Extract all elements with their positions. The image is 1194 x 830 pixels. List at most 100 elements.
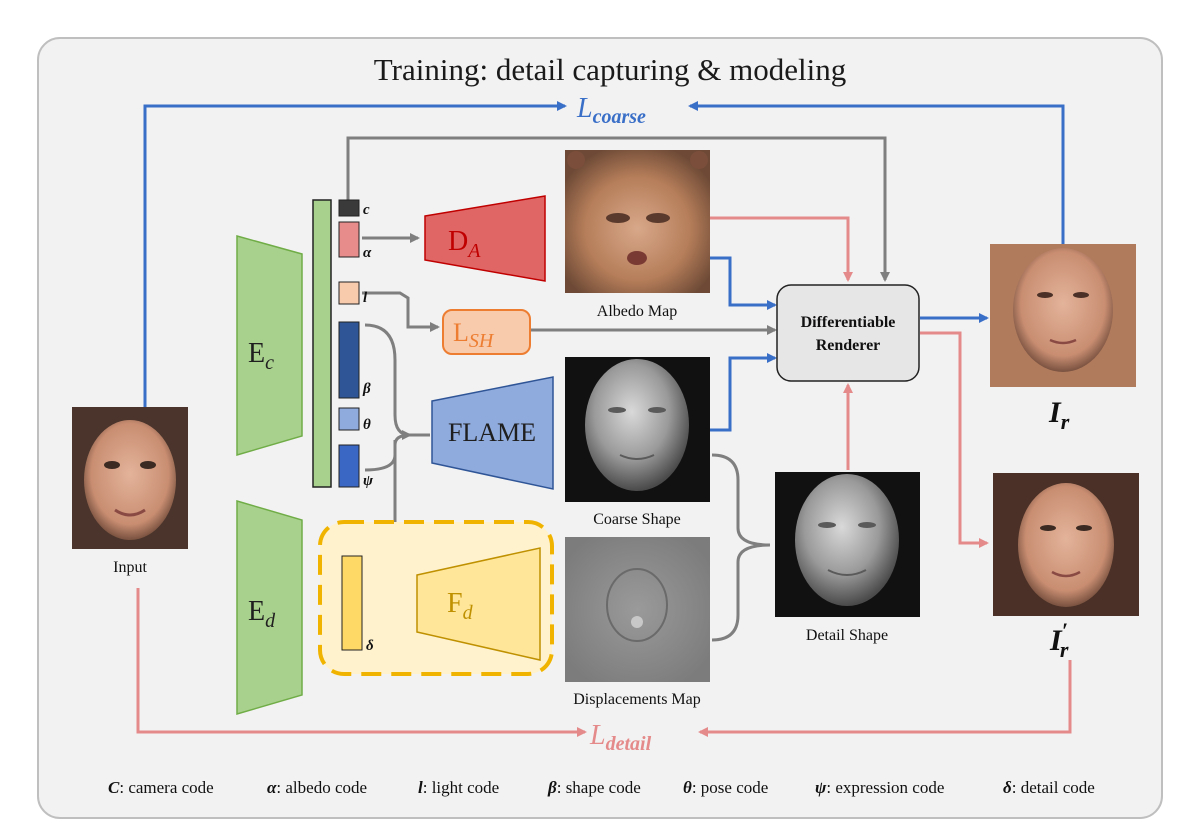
legend-pose: θ: pose code bbox=[683, 778, 768, 797]
legend-expression-text: : expression code bbox=[826, 778, 944, 797]
code-expression-label: ψ bbox=[363, 473, 374, 489]
legend-detail: δ: detail code bbox=[1003, 778, 1095, 797]
brace-to-detail-shape bbox=[711, 453, 771, 642]
ir-prime-image bbox=[993, 473, 1139, 616]
arrow-light-to-lsh bbox=[362, 291, 440, 332]
code-pose-label: θ bbox=[363, 417, 371, 433]
arrow-renderer-to-irprime bbox=[920, 331, 989, 548]
legend-shape: β: shape code bbox=[547, 778, 641, 797]
loss-coarse-sub: coarse bbox=[593, 106, 646, 128]
albedo-map-image bbox=[565, 150, 710, 293]
diagram-title: Training: detail capturing & modeling bbox=[374, 52, 846, 87]
code-expression bbox=[338, 444, 360, 488]
code-camera-label: c bbox=[363, 202, 370, 218]
legend-light-symbol: l bbox=[418, 778, 423, 797]
legend-light-text: : light code bbox=[423, 778, 499, 797]
light-sh-block bbox=[442, 309, 531, 355]
ir-prime-label: I′r bbox=[1049, 618, 1069, 662]
flame-block bbox=[431, 376, 554, 490]
arrow-ir-to-lcoarse bbox=[688, 101, 1065, 244]
code-albedo-label: α bbox=[363, 245, 372, 261]
arrow-input-to-lcoarse bbox=[143, 101, 567, 407]
code-camera bbox=[338, 199, 360, 217]
code-albedo bbox=[338, 221, 360, 258]
legend-expression: ψ: expression code bbox=[815, 778, 944, 797]
light-sh-main: L bbox=[453, 318, 469, 347]
legend-camera: C: camera code bbox=[108, 778, 214, 797]
legend-detail-text: : detail code bbox=[1012, 778, 1095, 797]
encoder-coarse bbox=[236, 235, 303, 457]
ir-image bbox=[990, 244, 1136, 387]
code-light-label: l bbox=[363, 290, 368, 306]
albedo-map-caption: Albedo Map bbox=[597, 303, 677, 320]
detail-decoder-main: F bbox=[447, 588, 463, 619]
legend-shape-text: : shape code bbox=[557, 778, 641, 797]
code-shape-label: β bbox=[362, 381, 371, 397]
legend-albedo: α: albedo code bbox=[267, 778, 367, 797]
latent-bar bbox=[312, 199, 332, 488]
code-light bbox=[338, 281, 360, 305]
loss-detail-sub: detail bbox=[606, 733, 652, 755]
ir-label: Ir bbox=[1048, 396, 1070, 434]
ir-prime-main: I bbox=[1049, 624, 1063, 657]
legend-camera-symbol: C bbox=[108, 778, 120, 797]
legend-albedo-symbol: α bbox=[267, 778, 277, 797]
encoder-coarse-sub: c bbox=[265, 352, 274, 374]
ir-prime-sup: ′ bbox=[1062, 618, 1068, 643]
legend-pose-symbol: θ bbox=[683, 778, 692, 797]
legend-pose-text: : pose code bbox=[692, 778, 768, 797]
renderer-label-line1: Differentiable bbox=[801, 314, 896, 331]
loss-coarse-label: Lcoarse bbox=[576, 93, 646, 128]
detail-decoder-sub: d bbox=[463, 602, 474, 624]
code-pose bbox=[338, 407, 360, 431]
code-shape bbox=[338, 321, 360, 399]
arrow-coarse-shape-to-renderer bbox=[710, 353, 777, 432]
code-detail-label: δ bbox=[366, 638, 374, 654]
arrow-albedo-pink-to-renderer bbox=[710, 216, 853, 282]
loss-detail-main: L bbox=[589, 720, 606, 751]
arrow-irprime-to-ldetail bbox=[698, 660, 1072, 737]
legend-detail-symbol: δ bbox=[1003, 778, 1012, 797]
ir-main: I bbox=[1048, 396, 1062, 429]
albedo-decoder-sub: A bbox=[466, 240, 481, 262]
albedo-decoder bbox=[424, 195, 546, 282]
coarse-shape-caption: Coarse Shape bbox=[593, 511, 681, 528]
displacements-map-caption: Displacements Map bbox=[573, 691, 701, 708]
light-sh-label: LSH bbox=[453, 318, 495, 352]
input-image bbox=[72, 407, 188, 549]
legend-shape-symbol: β bbox=[547, 778, 557, 797]
ir-prime-sub: r bbox=[1060, 637, 1069, 662]
legend-camera-text: : camera code bbox=[119, 778, 213, 797]
code-detail bbox=[341, 555, 363, 651]
displacements-map-image bbox=[565, 537, 710, 682]
coarse-shape-image bbox=[565, 357, 710, 502]
arrow-camera-to-renderer bbox=[346, 136, 890, 282]
encoder-detail-label: Ed bbox=[248, 596, 276, 632]
renderer-label-line2: Renderer bbox=[816, 337, 881, 354]
legend: C: camera code α: albedo code l: light c… bbox=[108, 778, 1095, 797]
arrow-albedo-blue-to-renderer bbox=[710, 256, 777, 310]
legend-light: l: light code bbox=[418, 778, 499, 797]
detail-decoder bbox=[416, 547, 541, 661]
flame-label: FLAME bbox=[448, 418, 536, 447]
loss-coarse-main: L bbox=[576, 93, 593, 124]
light-sh-sub: SH bbox=[469, 330, 495, 352]
legend-albedo-text: : albedo code bbox=[276, 778, 367, 797]
encoder-detail-main: E bbox=[248, 596, 265, 627]
encoder-coarse-label: Ec bbox=[248, 338, 274, 374]
differentiable-renderer bbox=[776, 284, 920, 382]
detail-decoder-label: Fd bbox=[447, 588, 474, 624]
albedo-decoder-main: D bbox=[448, 226, 468, 257]
input-caption: Input bbox=[113, 559, 147, 576]
encoder-coarse-main: E bbox=[248, 338, 265, 369]
encoder-detail bbox=[236, 499, 303, 716]
encoder-detail-sub: d bbox=[265, 610, 276, 632]
ir-sub: r bbox=[1061, 409, 1070, 434]
arrow-input-to-ldetail bbox=[136, 588, 587, 737]
detail-shape-caption: Detail Shape bbox=[806, 627, 888, 644]
loss-detail-label: Ldetail bbox=[589, 720, 652, 755]
legend-expression-symbol: ψ bbox=[815, 778, 827, 797]
albedo-decoder-label: DA bbox=[448, 226, 481, 262]
detail-shape-image bbox=[775, 472, 920, 617]
